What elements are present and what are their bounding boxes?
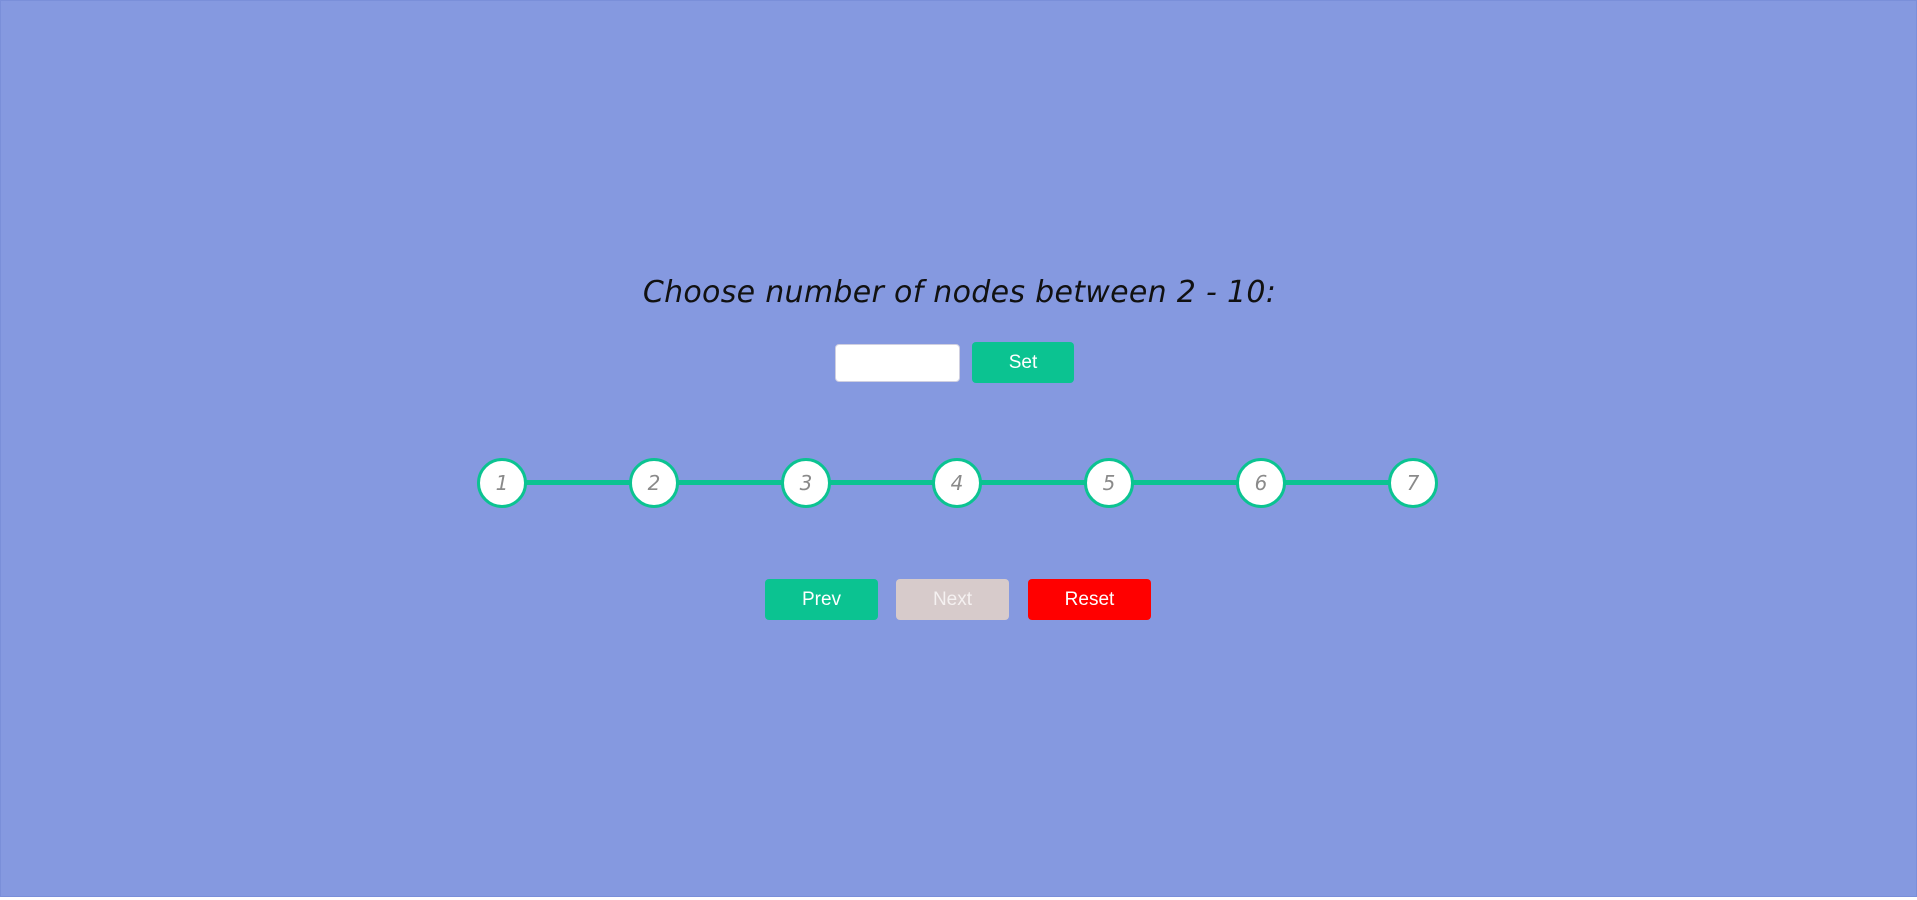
set-button[interactable]: Set (972, 342, 1074, 383)
node-3: 3 (781, 458, 831, 508)
page-title: Choose number of nodes between 2 - 10: (642, 275, 1277, 310)
node-count-input[interactable] (835, 344, 960, 382)
node-4: 4 (932, 458, 982, 508)
node-7: 7 (1388, 458, 1438, 508)
prev-button[interactable]: Prev (765, 579, 878, 620)
node-2: 2 (629, 458, 679, 508)
node-6: 6 (1236, 458, 1286, 508)
reset-button[interactable]: Reset (1028, 579, 1151, 620)
node-5: 5 (1084, 458, 1134, 508)
node-1: 1 (477, 458, 527, 508)
next-button[interactable]: Next (896, 579, 1009, 620)
